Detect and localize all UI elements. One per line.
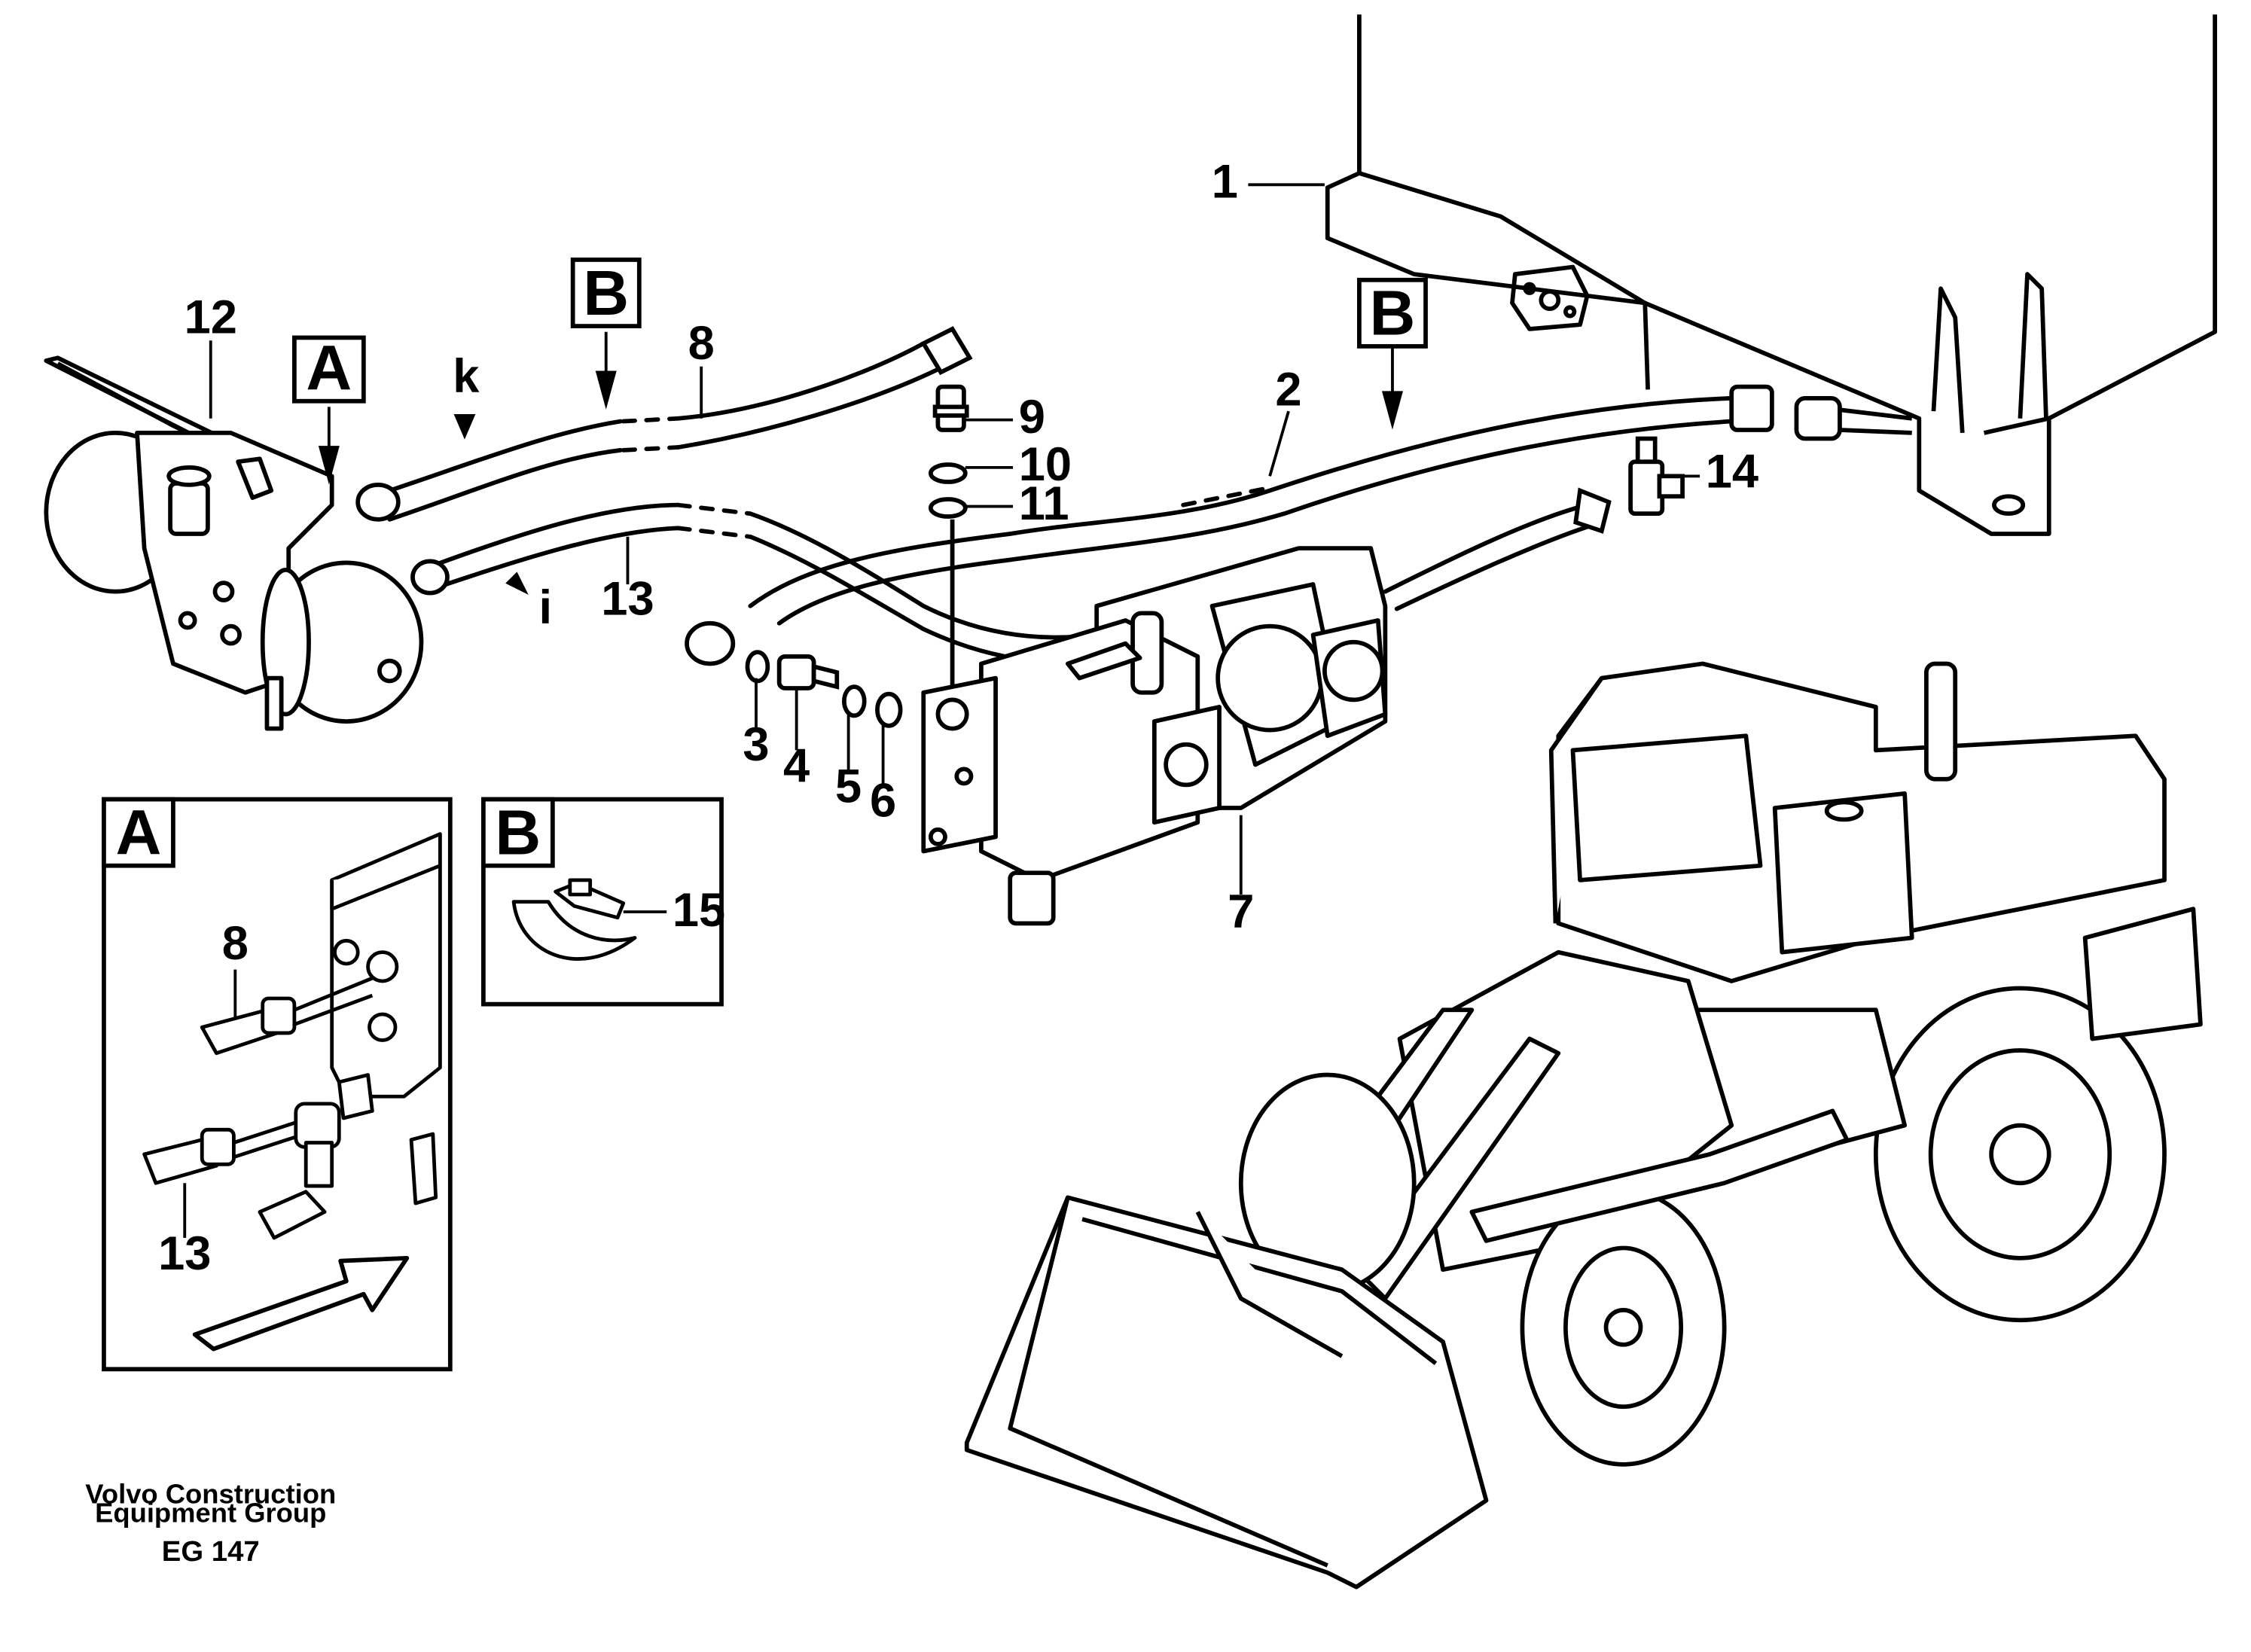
callout-b-right: B <box>1370 278 1416 349</box>
label-8: 8 <box>688 317 715 370</box>
callout-boxes <box>291 258 1428 404</box>
label-5: 5 <box>835 760 862 812</box>
label-6: 6 <box>870 775 896 828</box>
label-1: 1 <box>1212 156 1238 209</box>
callout-b-right-box <box>1357 277 1428 349</box>
leader-lines <box>209 183 1700 895</box>
pump-riser-parts <box>928 384 969 707</box>
inset-a-label-13: 13 <box>158 1227 211 1280</box>
footer-drawing-code: EG 147 <box>162 1535 260 1568</box>
inset-a-title: A <box>115 797 161 867</box>
inset-b: B 15 <box>480 797 725 1007</box>
label-k: k <box>453 350 480 403</box>
footer-company-line2: Equipment Group <box>95 1497 326 1528</box>
hose-8 <box>387 341 926 493</box>
hose-lines <box>387 341 1734 665</box>
label-4: 4 <box>783 740 810 793</box>
callout-a: A <box>306 332 352 403</box>
inset-a-label-8: 8 <box>222 917 249 970</box>
callout-b-left: B <box>583 258 629 328</box>
label-3: 3 <box>743 718 769 771</box>
label-2: 2 <box>1275 363 1301 416</box>
label-14: 14 <box>1706 446 1758 498</box>
callout-a-box <box>291 335 366 404</box>
wheel-loader <box>964 661 2203 1590</box>
label-i: i <box>538 581 552 634</box>
label-10: 10 <box>1019 438 1072 491</box>
brake-valve-assembly <box>44 355 424 731</box>
part-labels: 1 12 8 k 2 9 10 11 14 13 i 3 4 5 6 7 <box>185 156 1758 939</box>
inset-a: A 8 13 <box>102 797 453 1372</box>
hydraulic-tank <box>1325 14 2217 536</box>
label-9: 9 <box>1019 391 1045 443</box>
inset-b-label-15: 15 <box>673 884 725 937</box>
label-12: 12 <box>185 291 237 344</box>
label-7: 7 <box>1228 885 1254 938</box>
hose-13 <box>430 502 1100 640</box>
footer-company-line1: Volvo Construction <box>85 1479 336 1510</box>
inset-b-title: B <box>495 797 541 867</box>
callout-b-left-box <box>570 258 642 328</box>
hydraulic-pump <box>921 546 1388 926</box>
label-11: 11 <box>1019 477 1069 530</box>
hose-2 <box>748 396 1734 608</box>
pump-fittings-3-6 <box>745 650 903 728</box>
hose-fittings <box>355 326 1913 666</box>
label-13: 13 <box>601 572 654 625</box>
